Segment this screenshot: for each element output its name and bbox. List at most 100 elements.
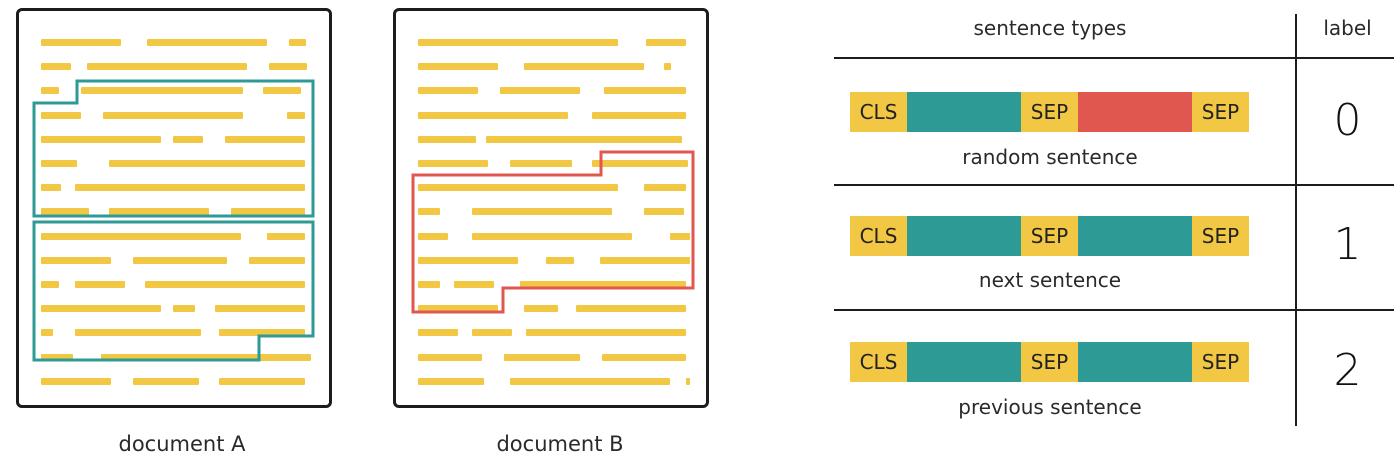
text-line [644,208,684,215]
text-line [418,378,484,385]
row-divider [834,184,1394,186]
text-line [75,281,125,288]
text-line [41,281,59,288]
text-line [592,160,688,167]
text-line [418,305,498,312]
text-line [504,354,580,361]
text-line [418,329,458,336]
text-line [133,257,227,264]
text-line [418,39,618,46]
text-line [41,257,111,264]
cls-token: CLS [850,342,907,382]
text-line [418,112,568,119]
text-line [133,378,199,385]
row-caption-next: next sentence [978,268,1122,292]
text-line [41,136,161,143]
text-line [267,233,305,240]
row-label-0: 0 [1333,95,1362,146]
text-line [41,354,73,361]
sep-token: SEP [1021,92,1078,132]
previous-sentence-block [1078,342,1192,382]
text-line [173,305,195,312]
sentence-a-block [907,216,1021,256]
text-line [75,329,201,336]
text-line [87,63,247,70]
text-line [41,63,71,70]
text-line [101,354,311,361]
text-line [664,63,671,70]
text-line [41,39,121,46]
text-line [219,329,305,336]
text-line [41,208,89,215]
document-b-highlight [411,150,695,314]
text-line [41,378,111,385]
text-line [526,329,686,336]
sep-token: SEP [1192,92,1249,132]
sep-token: SEP [1192,342,1249,382]
row-caption-random: random sentence [962,145,1138,169]
text-line [41,160,77,167]
row-divider [834,309,1394,311]
sentence-a-block [907,342,1021,382]
document-a [16,8,332,408]
text-line [103,112,243,119]
text-line [289,39,306,46]
text-line [500,87,580,94]
text-line [646,39,686,46]
text-line [418,208,440,215]
document-a-highlight-first [32,79,315,218]
sequence-next: CLS SEP SEP [850,216,1249,256]
text-line [249,257,305,264]
text-line [546,257,574,264]
text-line [510,160,572,167]
text-line [109,160,305,167]
text-line [231,208,305,215]
sep-token: SEP [1021,342,1078,382]
text-line [41,87,59,94]
text-line [418,87,478,94]
document-b [393,8,709,408]
header-sentence-types: sentence types [973,16,1127,40]
text-line [486,136,682,143]
sep-token: SEP [1192,216,1249,256]
sequence-random: CLS SEP SEP [850,92,1249,132]
column-divider [1295,14,1297,426]
text-line [418,281,440,288]
text-line [287,112,305,119]
sep-token: SEP [1021,216,1078,256]
text-line [602,354,686,361]
text-line [576,305,686,312]
text-line [472,233,632,240]
row-caption-previous: previous sentence [958,395,1142,419]
document-b-highlights [411,150,695,314]
document-a-highlights [32,79,315,362]
text-line [41,112,81,119]
text-line [510,378,670,385]
next-sentence-block [1078,216,1192,256]
document-b-caption: document B [496,432,624,456]
text-line [145,281,305,288]
cls-token: CLS [850,216,907,256]
text-line [225,136,305,143]
text-line [147,39,267,46]
text-line [418,354,482,361]
document-a-highlight-second [32,220,315,362]
sequence-previous: CLS SEP SEP [850,342,1249,382]
text-line [418,184,618,191]
text-line [600,257,690,264]
text-line [418,136,476,143]
text-line [215,305,305,312]
text-line [520,281,686,288]
text-line [81,87,243,94]
text-line [604,87,686,94]
text-line [219,378,305,385]
text-line [454,281,494,288]
text-line [418,233,448,240]
text-line [418,63,498,70]
text-line [524,63,644,70]
text-line [41,233,241,240]
random-sentence-block [1078,92,1192,132]
text-line [41,184,61,191]
text-line [418,257,518,264]
text-line [592,112,686,119]
